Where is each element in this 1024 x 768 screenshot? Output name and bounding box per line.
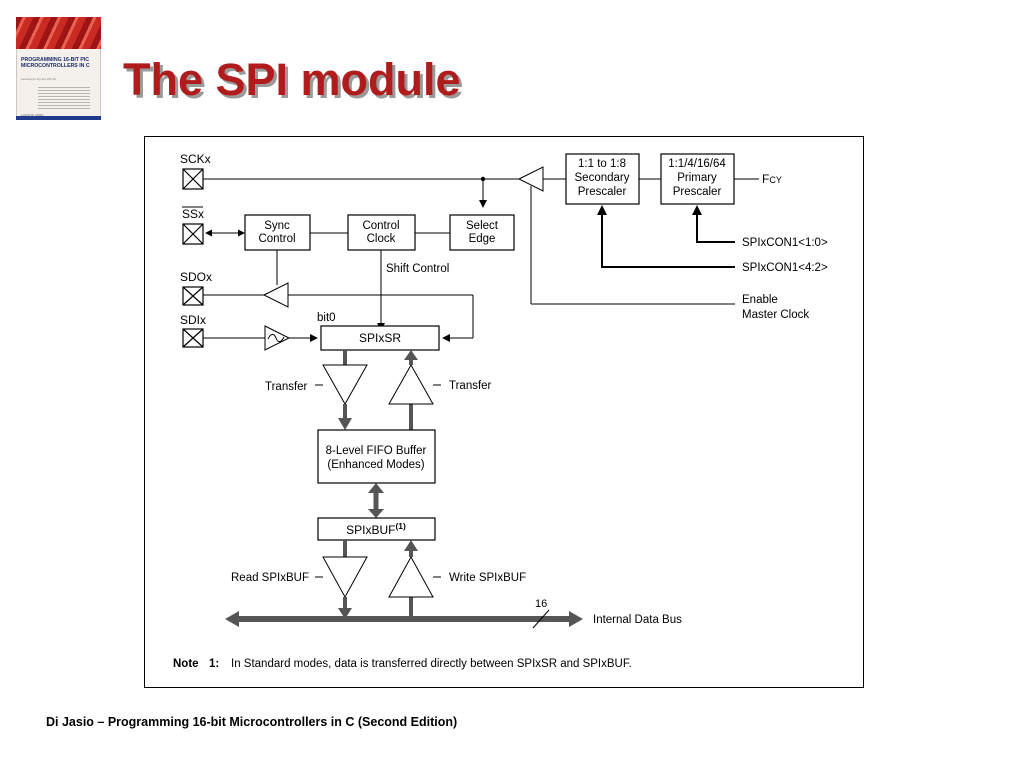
read-buffer-triangle [322,556,368,599]
write-spixbuf-label: Write SPIxBUF [449,572,526,584]
enable-label-line2: Master Clock [742,309,809,321]
pin-sckx: SCKx [180,152,211,190]
pin-ssx: SSx [182,206,204,245]
cover-text-lines [38,87,90,109]
diagram-canvas: SCKx SSx SDOx SDIx 1:1 to 1:8 Secondary … [173,152,828,670]
internal-data-bus-label: Internal Data Bus [593,614,682,626]
internal-data-bus [225,609,583,629]
svg-text:8-Level FIFO Buffer: 8-Level FIFO Buffer [326,445,427,457]
svg-text:SPIxBUF(1): SPIxBUF(1) [346,521,406,537]
spi-block-diagram: SCKx SSx SDOx SDIx 1:1 to 1:8 Secondary … [144,136,864,688]
pin-sdox: SDOx [180,270,212,306]
cover-title: PROGRAMMING 16-BIT PIC MICROCONTROLLERS … [21,57,90,69]
svg-text:Prescaler: Prescaler [578,186,627,198]
fifo-block: 8-Level FIFO Buffer (Enhanced Modes) [317,429,436,484]
pin-label-sdix: SDIx [180,313,206,327]
svg-text:Edge: Edge [469,233,496,245]
bit0-label: bit0 [317,312,336,324]
svg-text:1:1 to 1:8: 1:1 to 1:8 [578,158,626,170]
pin-label-ssx: SSx [182,207,204,221]
sync-control-block: Sync Control [244,214,311,251]
svg-text:(Enhanced Modes): (Enhanced Modes) [327,459,424,471]
book-cover-image: PROGRAMMING 16-BIT PIC MICROCONTROLLERS … [16,17,101,120]
sdo-buffer-triangle [262,282,289,308]
svg-text:1:1/4/16/64: 1:1/4/16/64 [668,158,726,170]
primary-prescaler-block: 1:1/4/16/64 Primary Prescaler [660,153,735,205]
spixcon1-low-label: SPIxCON1<1:0> [742,237,828,249]
spixcon1-high-arrowhead [597,205,607,215]
pin-label-sckx: SCKx [180,152,211,166]
svg-text:Select: Select [466,220,499,232]
spixcon1-low-arrowhead [692,205,702,215]
read-spixbuf-label: Read SPIxBUF [231,572,309,584]
svg-text:Prescaler: Prescaler [673,186,722,198]
spixsr-block: SPIxSR [320,325,440,351]
cover-subtitle: Learning to Fly the PIC 24 [21,77,56,81]
transfer-up-buffer [388,363,434,405]
svg-text:Primary: Primary [677,172,717,184]
svg-text:Control: Control [258,233,295,245]
write-buffer-triangle [388,555,434,598]
sck-line [203,176,519,208]
svg-text:Secondary: Secondary [575,172,630,184]
note-number: 1: [209,658,219,670]
control-clock-block: Control Clock [347,214,416,251]
spixbuf-block: SPIxBUF(1) [317,517,436,541]
spixcon1-low-arrow [696,207,735,243]
svg-text:Control: Control [362,220,399,232]
cover-photo [16,17,101,49]
spixcon1-high-label: SPIxCON1<4:2> [742,262,828,274]
svg-text:Sync: Sync [264,220,290,232]
note-text: In Standard modes, data is transferred d… [231,658,632,670]
fcy-label: FCY [762,172,782,186]
transfer-up-label: Transfer [449,380,492,392]
shift-control-label: Shift Control [386,263,449,275]
svg-text:Clock: Clock [367,233,396,245]
slide-title: The SPI module [123,54,461,105]
transfer-down-buffer [322,364,368,406]
sdi-schmitt-buffer [264,325,291,351]
cover-bottom-bar [16,116,101,120]
cover-author: LUCIO DI JASIO [21,113,44,117]
svg-text:SPIxSR: SPIxSR [359,331,401,345]
secondary-prescaler-block: 1:1 to 1:8 Secondary Prescaler [565,153,640,205]
schmitt-icon [267,333,285,343]
spixcon1-high-arrow [601,207,735,268]
pin-sdix: SDIx [180,313,206,348]
transfer-down-label: Transfer [265,381,308,393]
enable-label-line1: Enable [742,294,778,306]
slide-footer: Di Jasio – Programming 16-bit Microcontr… [46,715,458,729]
note-label: Note [173,658,199,670]
select-edge-block: Select Edge [449,214,515,251]
bus-width-label: 16 [535,598,547,610]
pin-label-sdox: SDOx [180,270,212,284]
